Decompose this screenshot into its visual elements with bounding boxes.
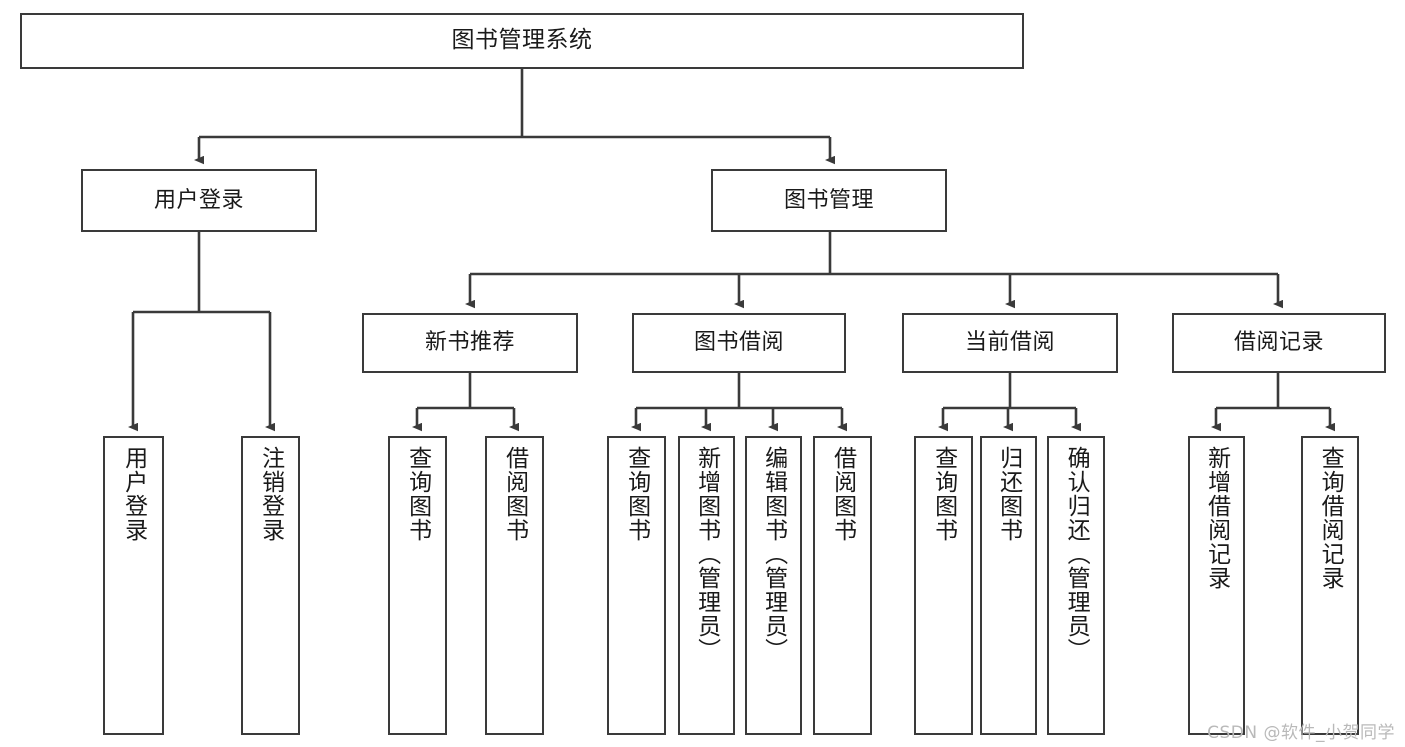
node-label: 确认归还（管理员） (1063, 446, 1090, 662)
node-label: 查询借阅记录 (1317, 446, 1344, 590)
leaf-query-book-current[interactable]: 查询图书 (914, 436, 973, 735)
node-label: 图书管理系统 (451, 27, 593, 54)
leaf-query-book-borrow[interactable]: 查询图书 (607, 436, 666, 735)
node-book-management[interactable]: 图书管理 (711, 169, 947, 232)
leaf-add-book-admin[interactable]: 新增图书（管理员） (678, 436, 735, 735)
node-root-system[interactable]: 图书管理系统 (20, 13, 1024, 69)
node-user-login[interactable]: 用户登录 (81, 169, 317, 232)
node-label: 图书管理 (783, 187, 874, 213)
watermark-text: CSDN @软件_小贺同学 (1207, 723, 1395, 743)
node-label: 注销登录 (257, 446, 284, 542)
node-label: 归还图书 (995, 446, 1022, 542)
node-label: 新书推荐 (424, 330, 515, 356)
node-label: 用户登录 (153, 187, 244, 213)
node-label: 借阅图书 (501, 446, 528, 542)
node-current-borrow[interactable]: 当前借阅 (902, 313, 1118, 373)
node-label: 用户登录 (120, 446, 147, 542)
node-label: 图书借阅 (693, 330, 784, 356)
leaf-edit-book-admin[interactable]: 编辑图书（管理员） (745, 436, 802, 735)
node-label: 新增借阅记录 (1203, 446, 1230, 590)
node-new-book-recommend[interactable]: 新书推荐 (362, 313, 578, 373)
node-label: 当前借阅 (964, 330, 1055, 356)
leaf-borrow-book[interactable]: 借阅图书 (813, 436, 872, 735)
leaf-add-borrow-record[interactable]: 新增借阅记录 (1188, 436, 1245, 735)
leaf-borrow-book-newbook[interactable]: 借阅图书 (485, 436, 544, 735)
leaf-query-book-newbook[interactable]: 查询图书 (388, 436, 447, 735)
leaf-logout[interactable]: 注销登录 (241, 436, 300, 735)
node-label: 新增图书（管理员） (693, 446, 720, 662)
node-label: 编辑图书（管理员） (760, 446, 787, 662)
leaf-query-borrow-record[interactable]: 查询借阅记录 (1301, 436, 1359, 735)
leaf-confirm-return-admin[interactable]: 确认归还（管理员） (1047, 436, 1105, 735)
node-label: 查询图书 (623, 446, 650, 542)
node-label: 借阅图书 (829, 446, 856, 542)
leaf-user-login[interactable]: 用户登录 (103, 436, 164, 735)
node-label: 查询图书 (404, 446, 431, 542)
node-label: 查询图书 (930, 446, 957, 542)
node-book-borrow[interactable]: 图书借阅 (632, 313, 846, 373)
node-label: 借阅记录 (1233, 330, 1324, 356)
leaf-return-book[interactable]: 归还图书 (980, 436, 1037, 735)
node-borrow-record[interactable]: 借阅记录 (1172, 313, 1386, 373)
